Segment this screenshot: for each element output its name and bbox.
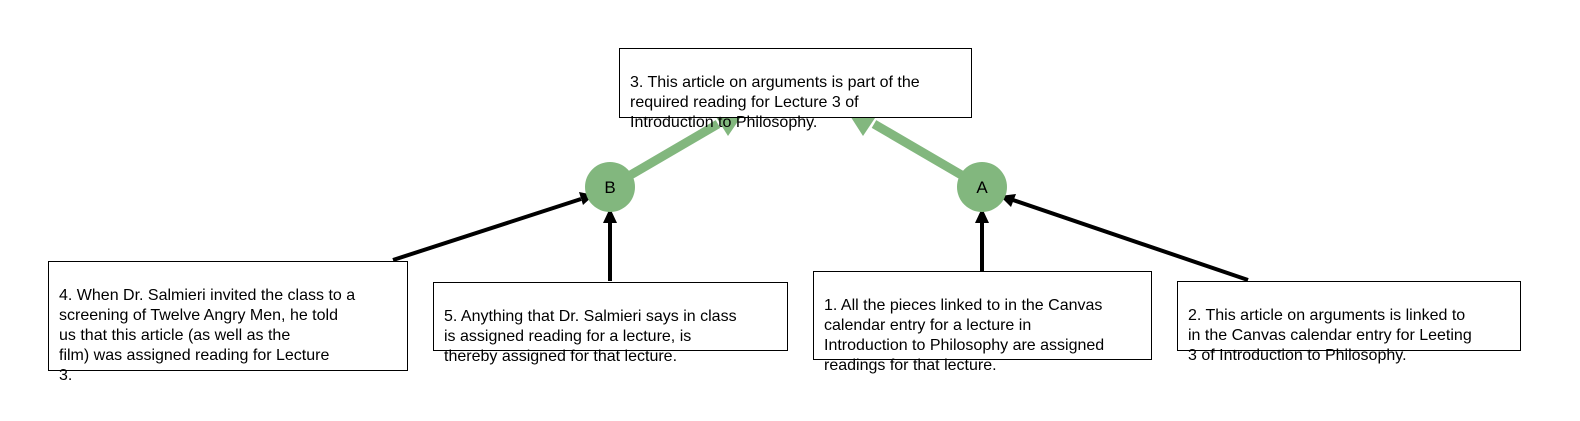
premise-arrow-2-to-a (1000, 194, 1249, 282)
premise-arrow-1-to-a (975, 208, 989, 271)
claim-5-text: 5. Anything that Dr. Salmieri says in cl… (444, 308, 737, 365)
claim-1-box: 1. All the pieces linked to in the Canva… (813, 271, 1152, 374)
premise-arrow-5-to-b (603, 208, 617, 281)
inference-node-a: A (957, 162, 1007, 212)
claim-2-box: 2. This article on arguments is linked t… (1177, 281, 1521, 364)
premise-arrow-4-to-b (392, 192, 594, 262)
claim-5-box: 5. Anything that Dr. Salmieri says in cl… (433, 282, 788, 365)
claim-4-box: 4. When Dr. Salmieri invited the class t… (48, 261, 408, 384)
claim-2-text: 2. This article on arguments is linked t… (1188, 307, 1472, 364)
claim-4-text: 4. When Dr. Salmieri invited the class t… (59, 287, 356, 384)
claim-3-conclusion-box: 3. This article on arguments is part of … (619, 48, 972, 131)
inference-node-b: B (585, 162, 635, 212)
claim-1-text: 1. All the pieces linked to in the Canva… (824, 297, 1105, 374)
node-a-label: A (976, 178, 988, 197)
claim-3-text: 3. This article on arguments is part of … (630, 74, 920, 131)
node-b-label: B (604, 178, 615, 197)
